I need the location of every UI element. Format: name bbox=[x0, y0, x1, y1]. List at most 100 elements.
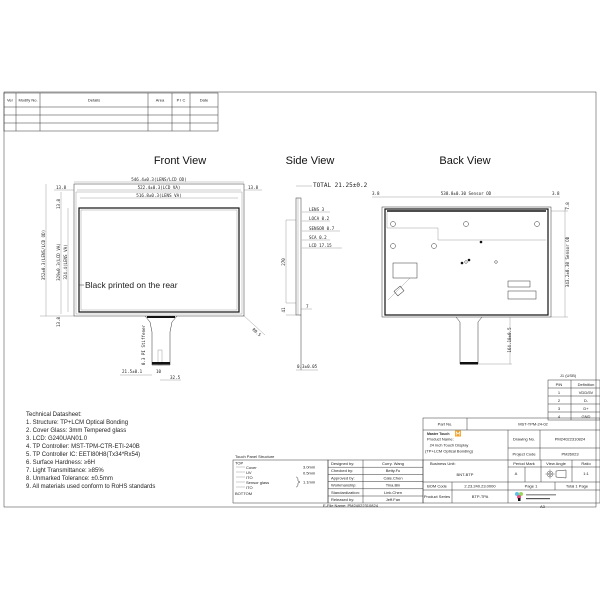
back-dim-width: 538.8±0.30 Sensor OD bbox=[441, 191, 492, 196]
dim-front-margin-right: 13.8 bbox=[248, 185, 259, 190]
rev-header-area: Area bbox=[156, 98, 165, 103]
brand-logo: Master Touch bbox=[427, 430, 461, 437]
connector-title: J1 (USB) bbox=[560, 373, 577, 378]
period-mark-label: Period Mark bbox=[513, 461, 535, 466]
connector-definition: GND bbox=[582, 414, 591, 419]
revision-table: Ver Modify No. Details Area P I C Date bbox=[3, 92, 219, 132]
projection-symbol-icon bbox=[545, 469, 567, 479]
front-view-title: Front View bbox=[154, 155, 206, 167]
product-series: BTP-TPA bbox=[472, 494, 489, 499]
side-layer-sca: SCA 0.2 bbox=[309, 235, 327, 240]
approval-label: Standardization: bbox=[331, 490, 360, 495]
touch-panel-structure: Touch Panel Structure TOP Cover UV ITO S… bbox=[232, 454, 329, 504]
rev-header-modify: Modify No. bbox=[18, 98, 37, 103]
approval-label: Designed by: bbox=[331, 461, 354, 466]
approval-name: Cate.Chen bbox=[383, 475, 402, 480]
connector-header-pin: PIN bbox=[556, 382, 563, 387]
structure-layer: ITO bbox=[246, 485, 253, 490]
side-view: TOTAL 21.25±0.2 LENS 3 LOCA 0.2 SENSOR 0… bbox=[281, 182, 368, 371]
approval-label: Released by: bbox=[331, 497, 354, 502]
dim-front-lcd-va: 522.4±0.3(LCD VA) bbox=[138, 185, 181, 190]
structure-thickness: 0.5mm bbox=[303, 471, 316, 476]
ratio: 1:1 bbox=[583, 471, 589, 476]
datasheet-item: 3. LCD: G240UAN01.0 bbox=[26, 436, 88, 442]
dim-front-height-od: 352±0.3(LENS/LCD OD) bbox=[41, 230, 46, 280]
side-dim-fpc-thickness: 0.3±0.05 bbox=[297, 364, 318, 369]
front-note: Black printed on the rear bbox=[85, 280, 178, 290]
back-dim-fpc-length: 164.18±0.5 bbox=[507, 327, 512, 353]
side-layer-loca: LOCA 0.2 bbox=[309, 216, 330, 221]
side-dim-tail: 7 bbox=[306, 304, 309, 309]
logo-text: Master Touch bbox=[427, 432, 450, 436]
title-block: Part No. MST-TPM-24-02 Master Touch Prod… bbox=[422, 417, 600, 504]
front-view: 546.4±0.3(LENS/LCD OD) 522.4±0.3(LCD VA)… bbox=[40, 177, 266, 381]
approval-label: Workmanship: bbox=[331, 483, 357, 488]
view-angle-label: View Angle bbox=[546, 461, 566, 466]
connector-definition: D+ bbox=[583, 406, 589, 411]
drawing-no-label: Drawing No. bbox=[513, 437, 535, 442]
dim-front-fpc-offset: 21.5±0.1 bbox=[122, 369, 143, 374]
datasheet-item: 7. Light Transmittance: ≥85% bbox=[26, 468, 104, 474]
side-dim-height: 270 bbox=[281, 258, 286, 266]
back-dim-left: 3.8 bbox=[372, 191, 380, 196]
business-unit: BNT-BTP bbox=[457, 472, 474, 477]
connector-definition: D- bbox=[584, 398, 589, 403]
page-number: Page 1 bbox=[525, 484, 538, 489]
dim-front-fpc-pos: 32.5 bbox=[170, 375, 181, 380]
product-name-line2: (TP+LCM Optical Bonding) bbox=[425, 448, 474, 453]
connector-table: J1 (USB) PIN Definition 1 VDD/5V 2 D- 3 … bbox=[547, 373, 600, 421]
structure-layer: Cover bbox=[246, 465, 257, 470]
rev-header-ver: Ver bbox=[7, 98, 14, 103]
datasheet-item: 5. TP Controller IC: EETI80H8(Tx34*Rx54) bbox=[26, 452, 140, 458]
bom-code-label: BOM Code bbox=[427, 484, 448, 489]
back-view: 3.8 538.8±0.30 Sensor OD 3.8 7.8 343.2±0… bbox=[372, 191, 570, 365]
drawing-no: PM24022310824 bbox=[555, 437, 586, 442]
project-code: PM26023 bbox=[561, 452, 579, 457]
datasheet-item: 4. TP Controller: MST-TPM-CTR-ETI-240B bbox=[26, 444, 140, 450]
bom-code: 2.23.240.23.0000 bbox=[464, 484, 496, 489]
rev-header-date: Date bbox=[200, 98, 209, 103]
back-dim-top: 7.8 bbox=[565, 202, 570, 210]
structure-layer: Sensor glass bbox=[246, 480, 269, 485]
product-name-line1: 24 inch Touch Display bbox=[430, 442, 469, 447]
back-view-title: Back View bbox=[439, 155, 490, 167]
part-no-label: Part No. bbox=[438, 422, 453, 427]
drawing-frame bbox=[3, 91, 597, 508]
dim-front-height-lcd-va: 329±0.3(LCD VA) bbox=[56, 243, 61, 281]
structure-bottom: BOTTOM bbox=[235, 491, 252, 496]
product-name-label: Product Name: bbox=[427, 437, 454, 442]
structure-top: TOP bbox=[235, 460, 243, 465]
business-unit-label: Business Unit: bbox=[430, 461, 456, 466]
rev-header-pic: P I C bbox=[177, 98, 186, 103]
dim-front-margin-left: 13.8 bbox=[56, 185, 67, 190]
period-mark: A bbox=[515, 471, 518, 476]
structure-title: Touch Panel Structure bbox=[235, 454, 275, 459]
approval-label: Approved by: bbox=[331, 475, 355, 480]
dim-front-margin-top: 13.8 bbox=[56, 198, 61, 209]
side-layer-sensor: SENSOR 0.7 bbox=[309, 226, 335, 231]
structure-layer: ITO bbox=[246, 475, 253, 480]
datasheet-item: 2. Cover Glass: 3mm Tempered glass bbox=[26, 428, 126, 434]
datasheet-item: 1. Structure: TP+LCM Optical Bonding bbox=[26, 420, 128, 426]
side-layer-lens: LENS 3 bbox=[309, 207, 325, 212]
company-logo bbox=[515, 492, 556, 501]
sheet-size: A3 bbox=[540, 504, 546, 509]
front-fpc-tail bbox=[144, 315, 178, 366]
efile-name: E-File Name: PM24022310824 bbox=[323, 503, 379, 508]
part-no: MST-TPM-24-02 bbox=[518, 422, 548, 427]
approval-name: Jeff.Fan bbox=[386, 497, 400, 502]
connector-pin: 2 bbox=[558, 398, 561, 403]
project-code-label: Project Code bbox=[512, 452, 536, 457]
dim-front-lens-va: 516.8±0.3(LENS VA) bbox=[136, 193, 181, 198]
datasheet-title: Technical Datasheet: bbox=[26, 412, 82, 418]
approval-name: Betty.Fu bbox=[386, 468, 401, 473]
dim-front-height-lens-va: 324.4(LENS VA) bbox=[63, 244, 68, 279]
back-dim-right: 3.8 bbox=[552, 191, 560, 196]
product-series-label: Product Series bbox=[424, 494, 450, 499]
side-layer-lcd: LCD 17.15 bbox=[309, 243, 332, 248]
ratio-label: Ratio bbox=[581, 461, 591, 466]
back-fpc-tail bbox=[455, 316, 483, 365]
dim-front-margin-bottom: 13.8 bbox=[56, 316, 61, 327]
side-dim-bottom: 41 bbox=[281, 307, 286, 313]
